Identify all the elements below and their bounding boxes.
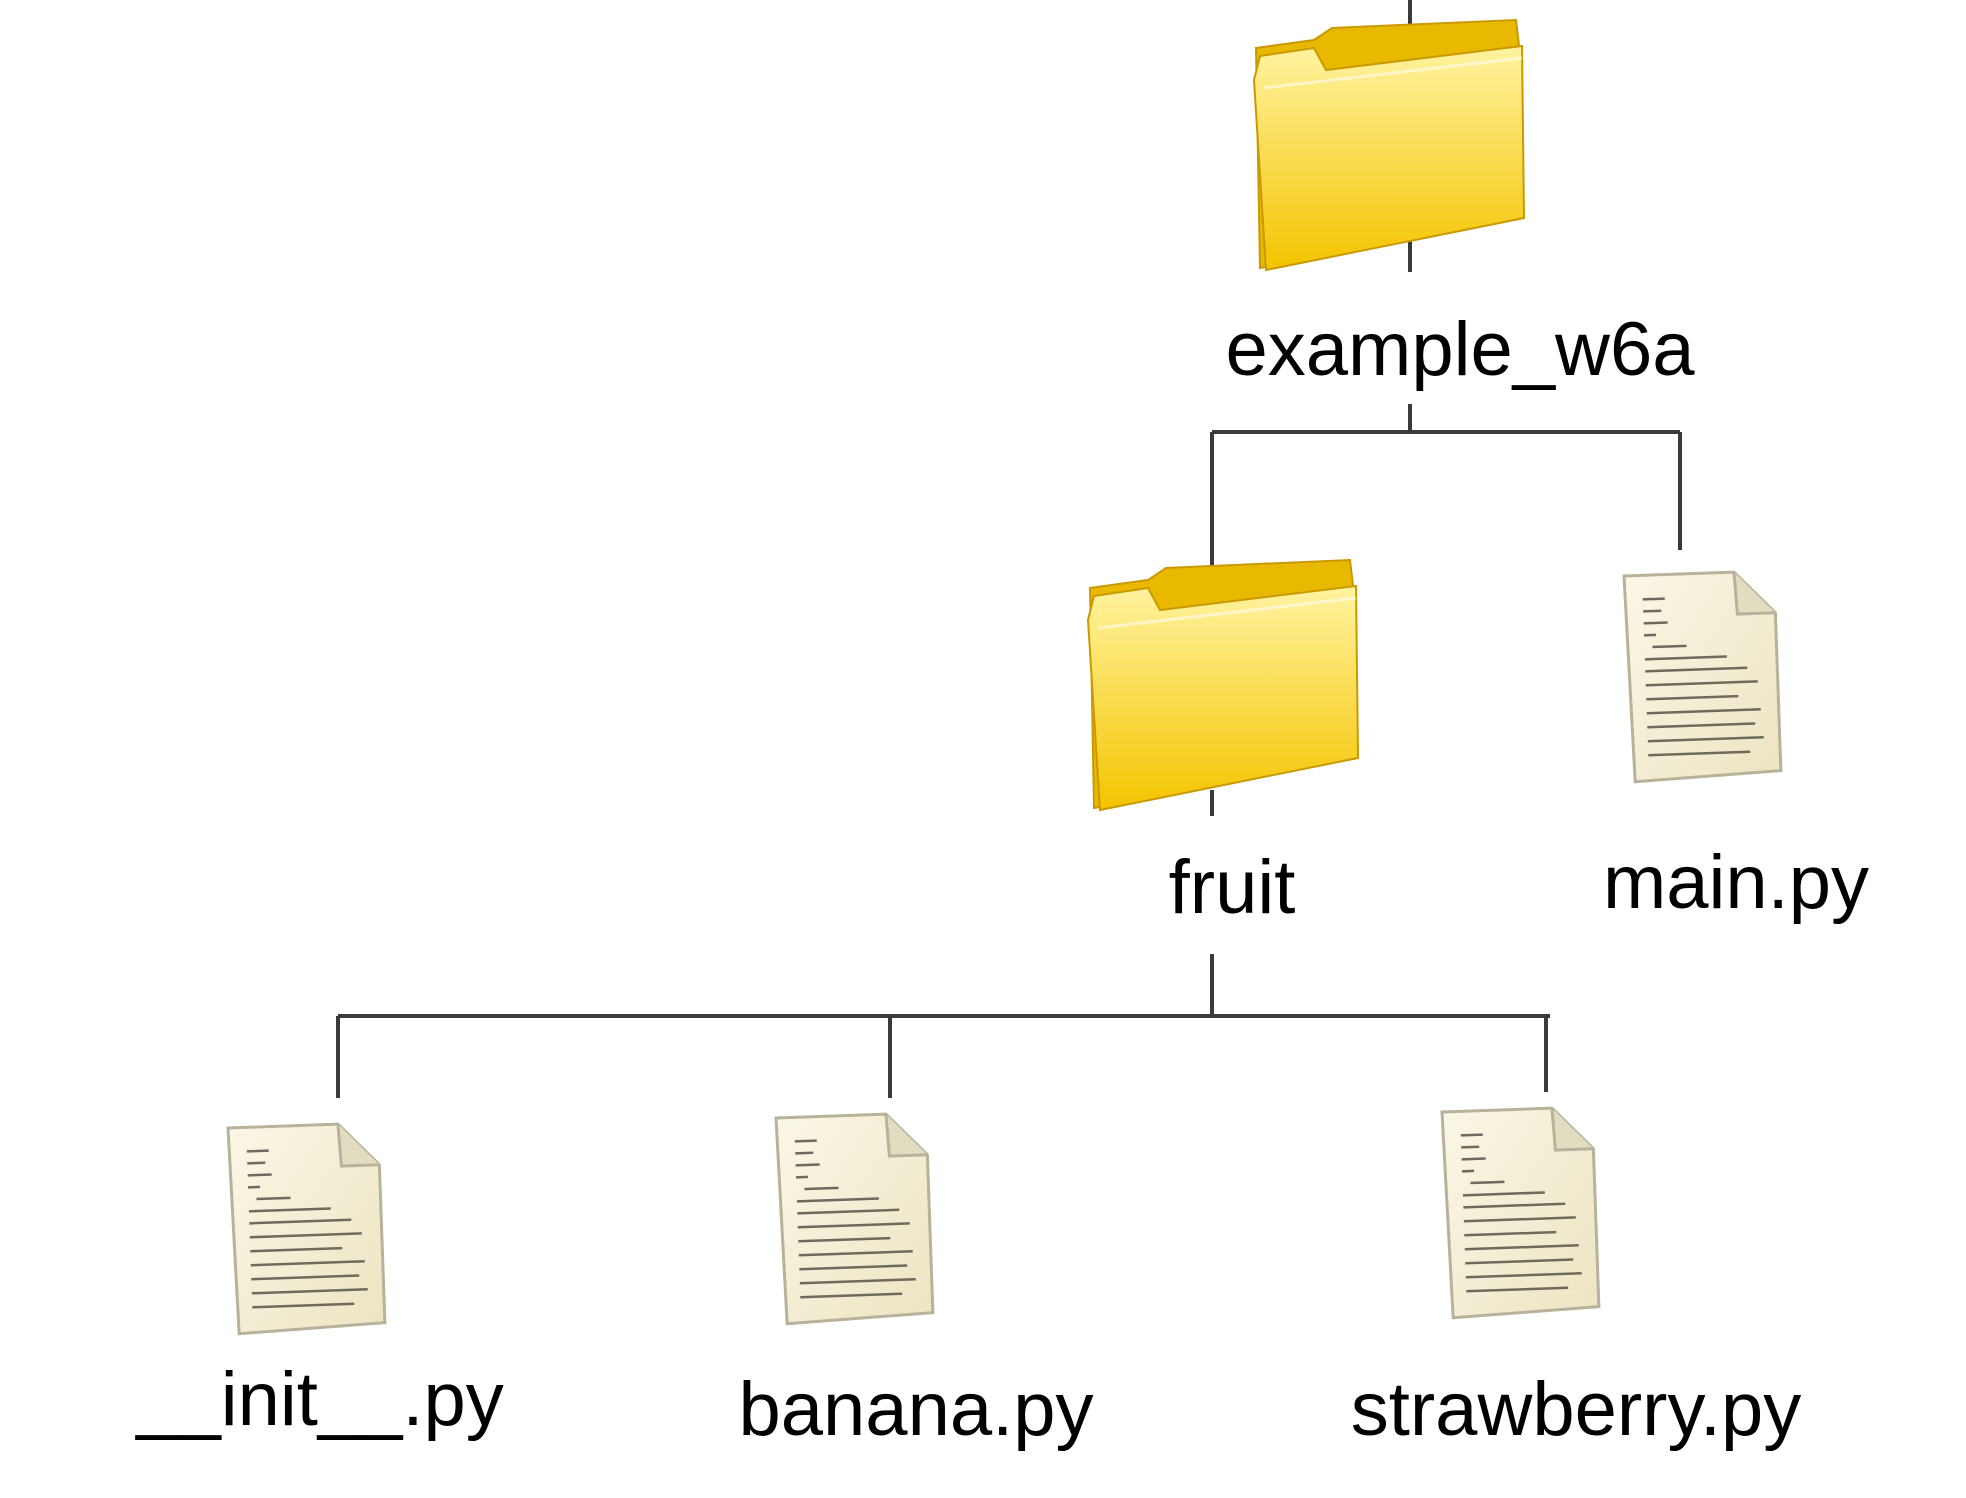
folder-label-fruit[interactable]: fruit [1168,845,1296,930]
folder-label-example-w6a[interactable]: example_w6a [1225,307,1695,392]
file-label-banana-py[interactable]: banana.py [738,1367,1094,1452]
folder-icon[interactable] [1252,18,1526,272]
file-label-main-py[interactable]: main.py [1602,840,1870,925]
folder-icon[interactable] [1086,558,1360,812]
python-file-icon[interactable] [774,1112,935,1326]
python-file-icon[interactable] [226,1122,387,1336]
python-file-icon[interactable] [1622,570,1783,784]
file-label-init-py[interactable]: __init__.py [136,1357,504,1442]
tree-connectors [336,0,1682,1098]
file-label-strawberry-py[interactable]: strawberry.py [1350,1367,1802,1452]
python-file-icon[interactable] [1440,1106,1601,1320]
